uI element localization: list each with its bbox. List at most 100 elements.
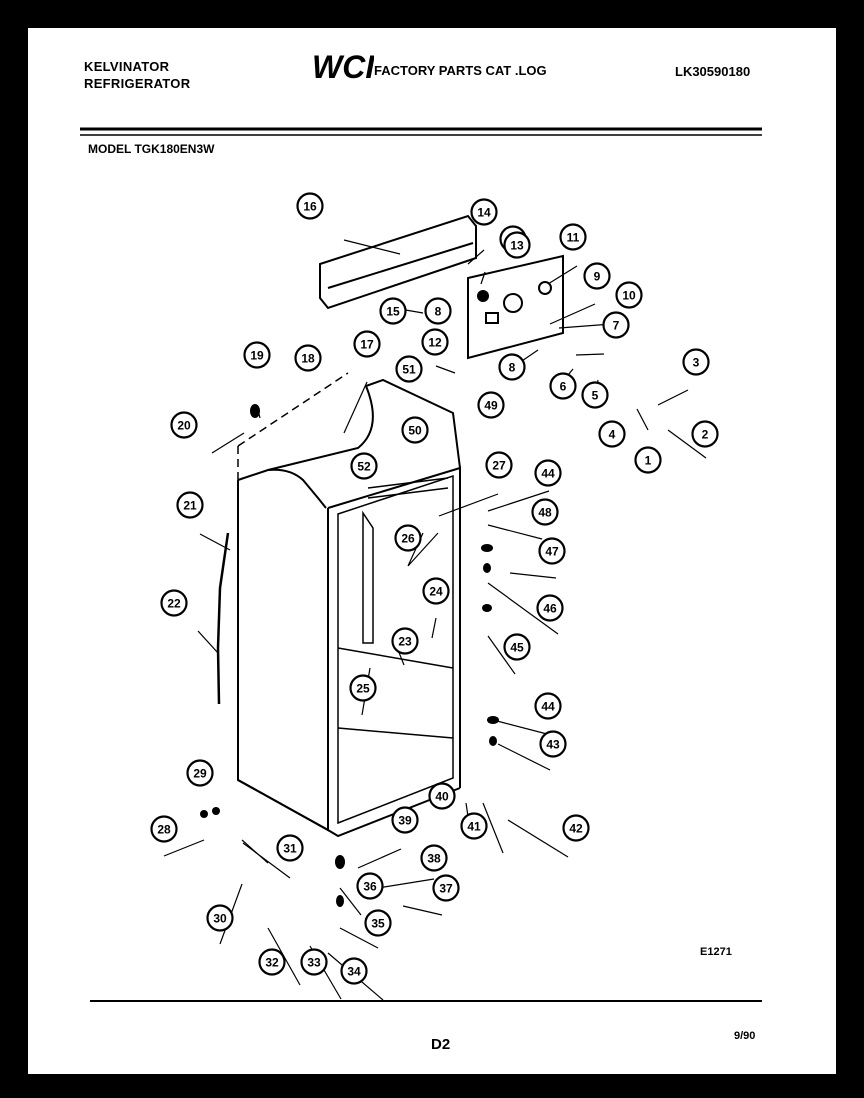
callout-8: 8 bbox=[498, 353, 526, 381]
callout-circle bbox=[421, 328, 449, 356]
callout-circle bbox=[460, 812, 488, 840]
callout-44: 44 bbox=[534, 459, 562, 487]
callout-circle bbox=[150, 815, 178, 843]
callout-5: 5 bbox=[581, 381, 609, 409]
cabinet-body bbox=[237, 372, 461, 838]
callout-33: 33 bbox=[300, 948, 328, 976]
callout-12: 12 bbox=[421, 328, 449, 356]
callout-52: 52 bbox=[350, 452, 378, 480]
callout-label: 4 bbox=[609, 428, 616, 442]
callout-label: 12 bbox=[428, 336, 442, 350]
callout-circle bbox=[276, 834, 304, 862]
callout-10: 10 bbox=[615, 281, 643, 309]
callout-circle bbox=[350, 452, 378, 480]
callout-6: 6 bbox=[549, 372, 577, 400]
callout-29: 29 bbox=[186, 759, 214, 787]
callout-39: 39 bbox=[391, 806, 419, 834]
callout-label: 10 bbox=[622, 289, 636, 303]
callout-48: 48 bbox=[531, 498, 559, 526]
callout-circle bbox=[534, 692, 562, 720]
callout-circle bbox=[428, 782, 456, 810]
callout-circle bbox=[401, 416, 429, 444]
page-number: D2 bbox=[431, 1036, 451, 1053]
callout-label: 25 bbox=[356, 682, 370, 696]
callout-15: 15 bbox=[379, 297, 407, 325]
callout-label: 1 bbox=[645, 454, 652, 468]
callout-16: 16 bbox=[296, 192, 324, 220]
callout-circle bbox=[353, 330, 381, 358]
wci-logo: WCI bbox=[312, 49, 374, 84]
diagram-code: E1271 bbox=[700, 946, 732, 958]
callout-18: 18 bbox=[294, 344, 322, 372]
callout-circle bbox=[503, 633, 531, 661]
callout-28: 28 bbox=[150, 815, 178, 843]
callout-circle bbox=[485, 451, 513, 479]
callout-circle bbox=[394, 524, 422, 552]
callout-24: 24 bbox=[422, 577, 450, 605]
callout-50: 50 bbox=[401, 416, 429, 444]
callout-40: 40 bbox=[428, 782, 456, 810]
callout-47: 47 bbox=[538, 537, 566, 565]
callout-43: 43 bbox=[539, 730, 567, 758]
callout-label: 27 bbox=[492, 459, 506, 473]
callout-label: 44 bbox=[541, 467, 555, 481]
callout-25: 25 bbox=[349, 674, 377, 702]
callout-label: 18 bbox=[301, 352, 315, 366]
callout-label: 13 bbox=[510, 239, 524, 253]
callout-circle bbox=[682, 348, 710, 376]
callout-20: 20 bbox=[170, 411, 198, 439]
small-parts bbox=[200, 290, 499, 907]
callout-37: 37 bbox=[432, 874, 460, 902]
callout-circle bbox=[176, 491, 204, 519]
callout-11: 11 bbox=[559, 223, 587, 251]
callout-46: 46 bbox=[536, 594, 564, 622]
callout-label: 9 bbox=[594, 270, 601, 284]
catalog-number: LK30590180 bbox=[675, 64, 751, 79]
callout-circle bbox=[581, 381, 609, 409]
callout-label: 47 bbox=[545, 545, 559, 559]
callout-circle bbox=[170, 411, 198, 439]
callout-label: 37 bbox=[439, 882, 453, 896]
callout-38: 38 bbox=[420, 844, 448, 872]
callout-label: 20 bbox=[177, 419, 191, 433]
callout-label: 46 bbox=[543, 602, 557, 616]
callout-3: 3 bbox=[682, 348, 710, 376]
callout-circle bbox=[206, 904, 234, 932]
callout-label: 29 bbox=[193, 767, 207, 781]
callout-label: 11 bbox=[567, 231, 580, 245]
callout-label: 21 bbox=[183, 499, 197, 513]
callout-circle bbox=[634, 446, 662, 474]
callout-23: 23 bbox=[391, 627, 419, 655]
callout-label: 7 bbox=[613, 319, 620, 333]
callout-21: 21 bbox=[176, 491, 204, 519]
callout-44: 44 bbox=[534, 692, 562, 720]
wci-logo-text: WCI bbox=[312, 49, 374, 84]
top-components bbox=[319, 214, 564, 360]
header-rules bbox=[80, 127, 762, 1002]
callout-32: 32 bbox=[258, 948, 286, 976]
callout-51: 51 bbox=[395, 355, 423, 383]
callout-label: 32 bbox=[265, 956, 279, 970]
callout-circle bbox=[160, 589, 188, 617]
callout-label: 48 bbox=[538, 506, 552, 520]
callout-circle bbox=[422, 577, 450, 605]
callout-circle bbox=[379, 297, 407, 325]
callout-label: 15 bbox=[386, 305, 400, 319]
callout-circle bbox=[583, 262, 611, 290]
callout-circle bbox=[477, 391, 505, 419]
callout-circle bbox=[531, 498, 559, 526]
revision-date: 9/90 bbox=[734, 1030, 756, 1042]
callout-label: 26 bbox=[401, 532, 415, 546]
callout-label: 38 bbox=[427, 852, 441, 866]
callout-label: 52 bbox=[357, 460, 371, 474]
callout-circle bbox=[391, 627, 419, 655]
callout-30: 30 bbox=[206, 904, 234, 932]
callout-7: 7 bbox=[602, 311, 630, 339]
callout-22: 22 bbox=[160, 589, 188, 617]
exploded-parts-diagram: 1234567888910111213141516171819202122232… bbox=[80, 127, 762, 1002]
callout-label: 43 bbox=[546, 738, 560, 752]
callout-circle bbox=[424, 297, 452, 325]
callout-label: 40 bbox=[435, 790, 449, 804]
model-number: MODEL TGK180EN3W bbox=[88, 142, 215, 156]
callout-circle bbox=[186, 759, 214, 787]
